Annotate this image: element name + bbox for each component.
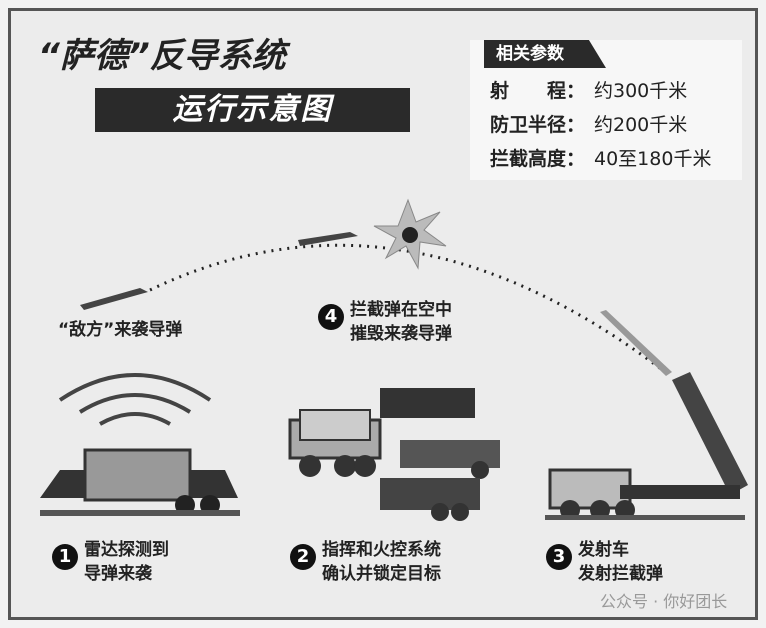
params-heading: 相关参数: [484, 40, 606, 68]
params-box: 相关参数 射 程： 约300千米 防卫半径： 约200千米 拦截高度： 40至180千…: [470, 40, 742, 180]
title: “萨德”反导系统: [38, 36, 286, 76]
explosion-icon: [373, 198, 447, 270]
step-line: 发射车: [578, 540, 629, 560]
step-line: 雷达探测到: [84, 540, 169, 560]
watermark: 公众号 · 你好团长: [600, 592, 728, 611]
param-value: 约200千米: [594, 114, 688, 136]
param-label: 防卫半径：: [490, 114, 586, 136]
step-number: 2: [290, 544, 316, 570]
step-number: 4: [318, 304, 344, 330]
step-line: 指挥和火控系统: [322, 540, 441, 560]
incoming-missile-icon: [80, 232, 358, 310]
param-row: 射 程： 约300千米: [490, 76, 687, 103]
param-row: 拦截高度： 40至180千米: [490, 144, 711, 171]
step-line: 确认并锁定目标: [322, 564, 441, 584]
step-line: 导弹来袭: [84, 564, 152, 584]
step-4: 4 拦截弹在空中摧毁来袭导弹: [318, 298, 452, 346]
incoming-missile-label: “敌方”来袭导弹: [58, 320, 183, 340]
step-line: 拦截弹在空中: [350, 300, 452, 320]
subtitle-banner: 运行示意图: [95, 88, 410, 132]
step-2: 2 指挥和火控系统确认并锁定目标: [290, 538, 441, 586]
radar-vehicle-icon: [40, 448, 240, 516]
param-row: 防卫半径： 约200千米: [490, 110, 687, 137]
radar-icon: [58, 373, 212, 426]
command-vehicles-icon: [288, 388, 500, 521]
param-value: 约300千米: [594, 80, 688, 102]
step-number: 3: [546, 544, 572, 570]
step-line: 发射拦截弹: [578, 564, 663, 584]
interceptor-missile-icon: [600, 310, 672, 376]
param-label: 拦截高度：: [490, 148, 586, 170]
step-line: 摧毁来袭导弹: [350, 324, 452, 344]
step-1: 1 雷达探测到导弹来袭: [52, 538, 169, 586]
step-number: 1: [52, 544, 78, 570]
launcher-vehicle-icon: [545, 372, 748, 520]
step-3: 3 发射车发射拦截弹: [546, 538, 663, 586]
param-label: 射 程：: [490, 80, 586, 102]
param-value: 40至180千米: [594, 148, 712, 170]
